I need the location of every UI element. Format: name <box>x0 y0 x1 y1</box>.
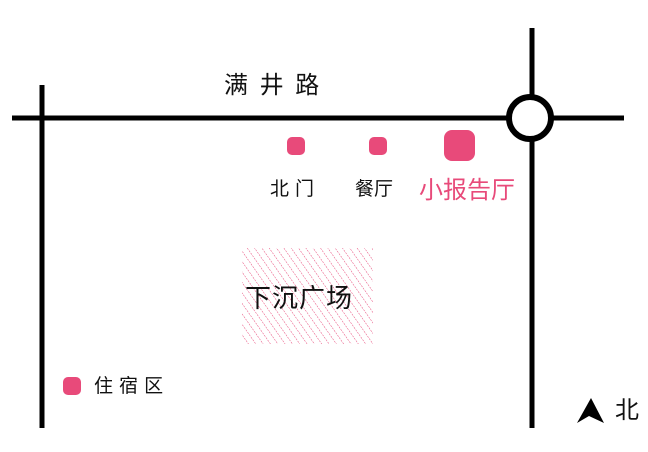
sunken-plaza-label: 下沉广场 <box>245 284 354 314</box>
dormitory-marker[interactable] <box>63 377 81 395</box>
compass-north-label: 北 <box>615 396 639 424</box>
lecture-hall-marker[interactable] <box>444 130 475 161</box>
lecture-hall-label: 小报告厅 <box>419 176 515 204</box>
north-gate-marker[interactable] <box>287 137 305 155</box>
road-name-label: 满 井 路 <box>224 71 322 99</box>
north-gate-label: 北 门 <box>270 178 315 200</box>
roundabout <box>506 94 554 142</box>
dormitory-label: 住 宿 区 <box>94 375 164 397</box>
restaurant-label: 餐厅 <box>355 178 394 200</box>
restaurant-marker[interactable] <box>369 137 387 155</box>
sunken-plaza-area[interactable] <box>242 248 373 344</box>
north-arrow-icon <box>577 398 604 423</box>
